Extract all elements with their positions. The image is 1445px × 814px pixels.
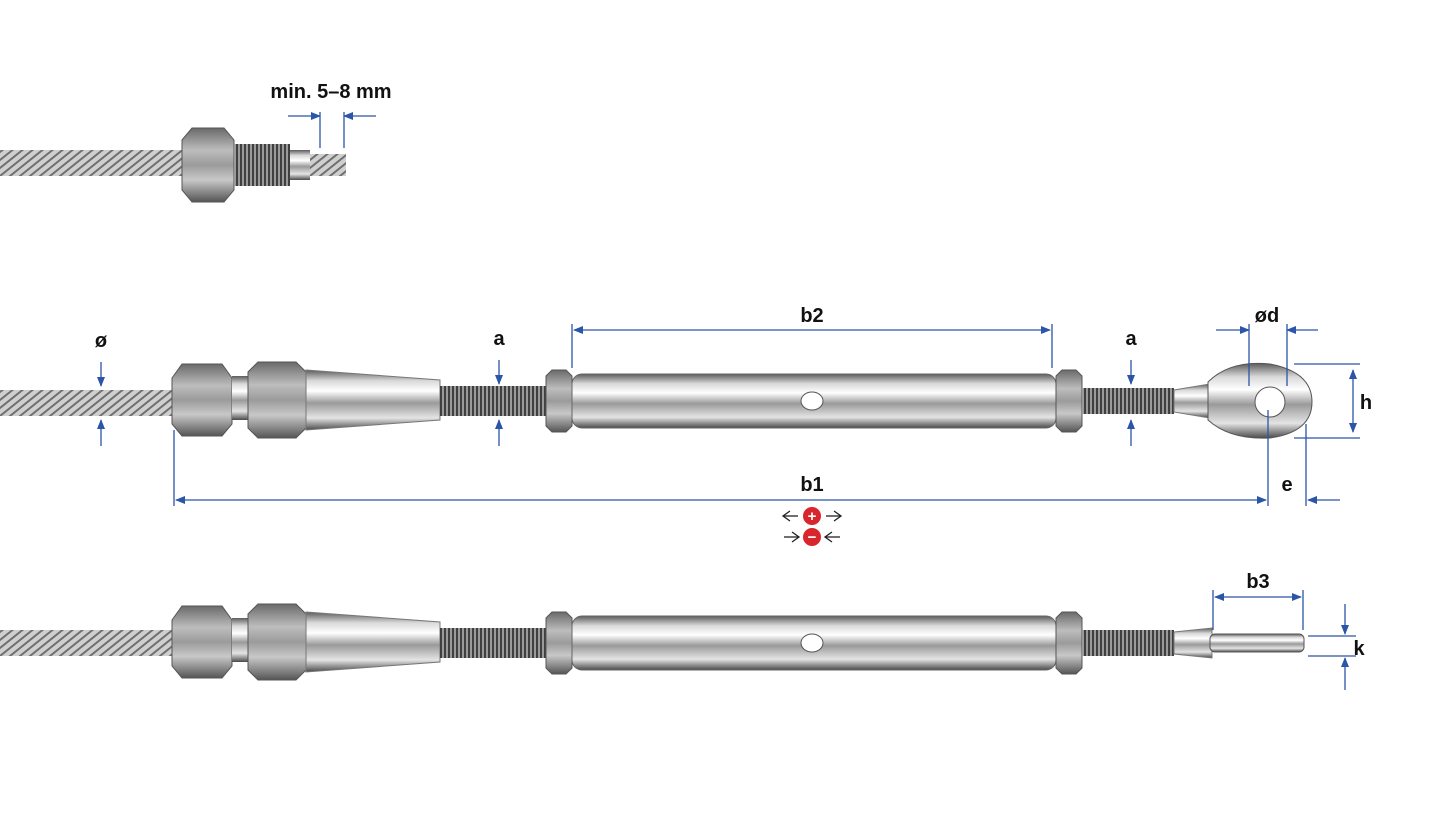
eye-diameter-label: ød: [1255, 305, 1279, 327]
eye-hole: [1254, 386, 1286, 418]
minus-circle-icon: [803, 528, 821, 546]
hex-nut-1: [171, 363, 233, 437]
b1-label: b1: [800, 474, 823, 496]
e-label: e: [1281, 474, 1292, 496]
inspection-hole-bottom: [800, 633, 824, 653]
eye-diameter-dimension: ød: [1216, 305, 1318, 386]
tighten-loosen-symbols: + −: [781, 507, 843, 546]
e-dimension: e: [1281, 424, 1340, 506]
plus-circle-icon: [803, 507, 821, 525]
diameter-dimension: ø: [95, 330, 108, 446]
hex-nut-b2: [247, 603, 307, 681]
collar-bottom: [232, 618, 250, 662]
flat-neck: [1173, 627, 1213, 659]
a-left-label: a: [493, 328, 505, 350]
swage-body: [305, 369, 441, 431]
min-length-dimension: min. 5–8 mm: [270, 81, 392, 148]
wire-rope-bottom: [0, 630, 182, 656]
h-dimension: h: [1294, 363, 1372, 439]
left-thread-bottom: [440, 628, 546, 658]
flat-end: [1209, 633, 1305, 653]
lock-nut-left: [545, 369, 573, 433]
hex-nut: [181, 127, 235, 203]
minus-sign: −: [808, 529, 817, 546]
bottom-turnbuckle-assembly: [0, 603, 1305, 681]
b1-dimension: b1: [173, 410, 1269, 506]
k-label: k: [1353, 638, 1365, 660]
swage-body-bottom: [305, 611, 441, 673]
plus-sign: +: [808, 508, 817, 525]
hex-nut-2: [247, 361, 307, 439]
hex-nut-b1: [171, 605, 233, 679]
thread-end: [290, 150, 310, 180]
right-thread-bottom: [1082, 630, 1174, 656]
tighten-symbol: +: [781, 507, 843, 525]
left-thread: [440, 386, 546, 416]
eye-neck: [1173, 383, 1211, 419]
b2-label: b2: [800, 305, 823, 327]
middle-turnbuckle-assembly: [0, 361, 1313, 439]
b2-dimension: b2: [571, 305, 1053, 368]
wire-rope: [0, 150, 182, 176]
thread-stud: [234, 144, 290, 186]
protruding-wire: [310, 154, 346, 176]
lock-nut-right-bottom: [1055, 611, 1083, 675]
lock-nut-right: [1055, 369, 1083, 433]
min-length-label: min. 5–8 mm: [270, 81, 391, 103]
b3-dimension: b3: [1212, 571, 1304, 630]
right-thread: [1082, 388, 1174, 414]
top-cable-assembly: [0, 127, 346, 203]
b3-label: b3: [1246, 571, 1269, 593]
a-left-dimension: a: [493, 328, 505, 446]
wire-rope-middle: [0, 390, 182, 416]
lock-nut-left-bottom: [545, 611, 573, 675]
inspection-hole: [800, 391, 824, 411]
diameter-label: ø: [95, 330, 108, 352]
a-right-label: a: [1125, 328, 1137, 350]
a-right-dimension: a: [1125, 328, 1137, 446]
h-label: h: [1360, 392, 1372, 414]
k-dimension: k: [1308, 604, 1365, 690]
collar: [232, 376, 250, 420]
loosen-symbol: −: [784, 528, 840, 546]
